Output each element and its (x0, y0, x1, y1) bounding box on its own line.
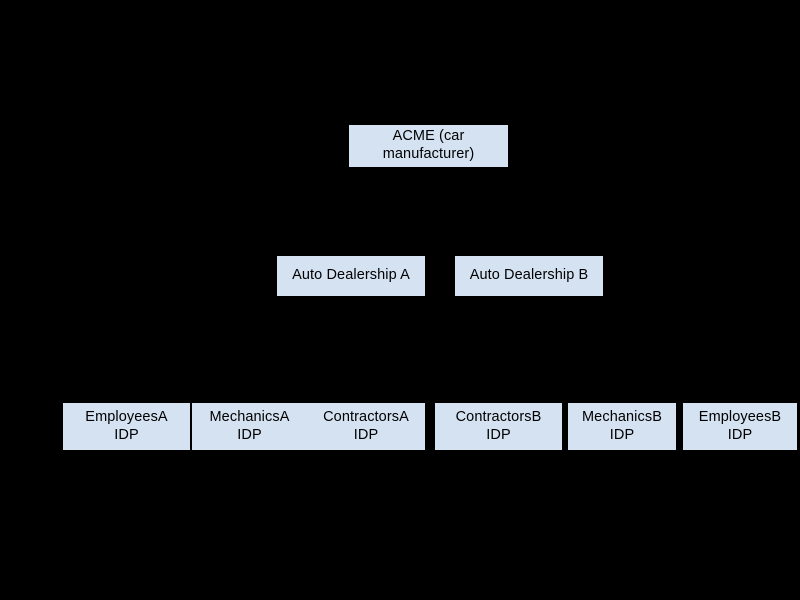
edge-dealership-b-to-employees-b (528, 296, 741, 403)
node-employees-b-idp[interactable]: EmployeesB IDP (683, 403, 797, 450)
edge-dealership-b-to-contractors-b (498, 296, 530, 403)
node-mechanics-b-idp[interactable]: MechanicsB IDP (568, 403, 676, 450)
edge-dealership-a-to-contractors-a (350, 296, 367, 403)
edge-dealership-a-to-mechanics-a (249, 296, 352, 403)
edge-acme-to-dealership-a (350, 167, 429, 256)
node-auto-dealership-a[interactable]: Auto Dealership A (277, 256, 425, 296)
node-contractors-a-idp[interactable]: ContractorsA IDP (307, 403, 425, 450)
node-employees-a-idp[interactable]: EmployeesA IDP (63, 403, 190, 450)
edge-acme-to-dealership-b (428, 167, 530, 256)
node-contractors-b-idp[interactable]: ContractorsB IDP (435, 403, 562, 450)
node-acme[interactable]: ACME (car manufacturer) (349, 125, 508, 167)
node-auto-dealership-b[interactable]: Auto Dealership B (455, 256, 603, 296)
edge-dealership-b-to-mechanics-b (528, 296, 623, 403)
edge-dealership-a-to-employees-a (126, 296, 352, 403)
node-mechanics-a-idp[interactable]: MechanicsA IDP (192, 403, 307, 450)
